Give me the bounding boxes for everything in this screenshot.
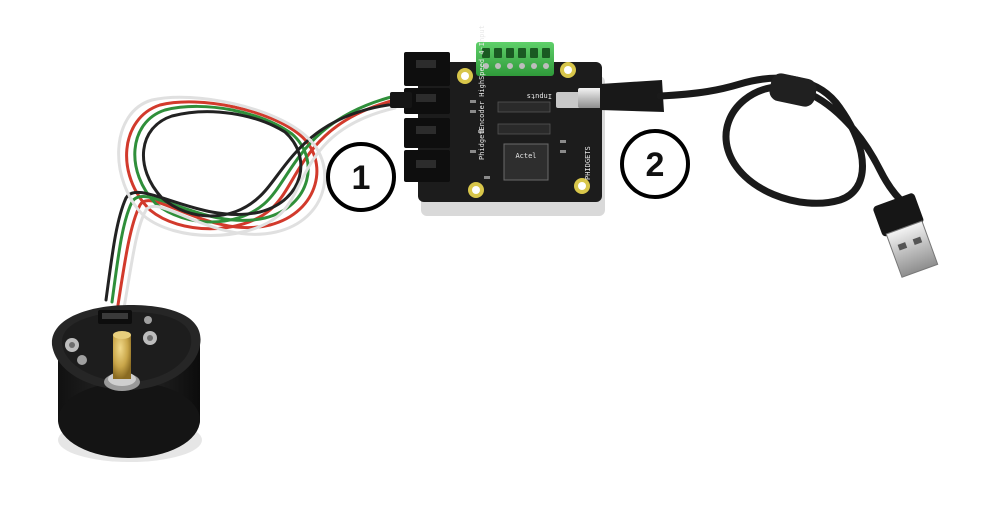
fpga-chip bbox=[503, 143, 549, 181]
wire-black bbox=[104, 102, 397, 302]
mini-usb-plug bbox=[600, 80, 664, 112]
usb-a-plug bbox=[873, 193, 939, 278]
wire-green bbox=[110, 94, 397, 304]
callout-1: 1 bbox=[326, 142, 396, 212]
encoder-board: Actel PhidgetEncoder HighSpeed 4-Input P… bbox=[390, 25, 605, 216]
inputs-label: Inputs bbox=[527, 92, 552, 100]
encoder-connectors bbox=[404, 52, 450, 182]
rotary-encoder bbox=[51, 305, 202, 462]
brass-shaft bbox=[113, 335, 131, 379]
board-model-label: PhidgetEncoder HighSpeed 4-Input bbox=[478, 25, 486, 160]
ferrite-bead bbox=[769, 73, 817, 107]
callout-2-label: 2 bbox=[646, 146, 665, 184]
encoder-cable bbox=[104, 94, 397, 310]
chip-brand-label: Actel bbox=[515, 152, 536, 160]
terminal-block bbox=[476, 42, 554, 76]
usb-cable bbox=[578, 73, 939, 278]
board-brand-label: PHIDGETS bbox=[584, 146, 592, 180]
callout-1-label: 1 bbox=[352, 159, 371, 197]
wire-white bbox=[117, 95, 397, 310]
callout-2: 2 bbox=[620, 129, 690, 199]
